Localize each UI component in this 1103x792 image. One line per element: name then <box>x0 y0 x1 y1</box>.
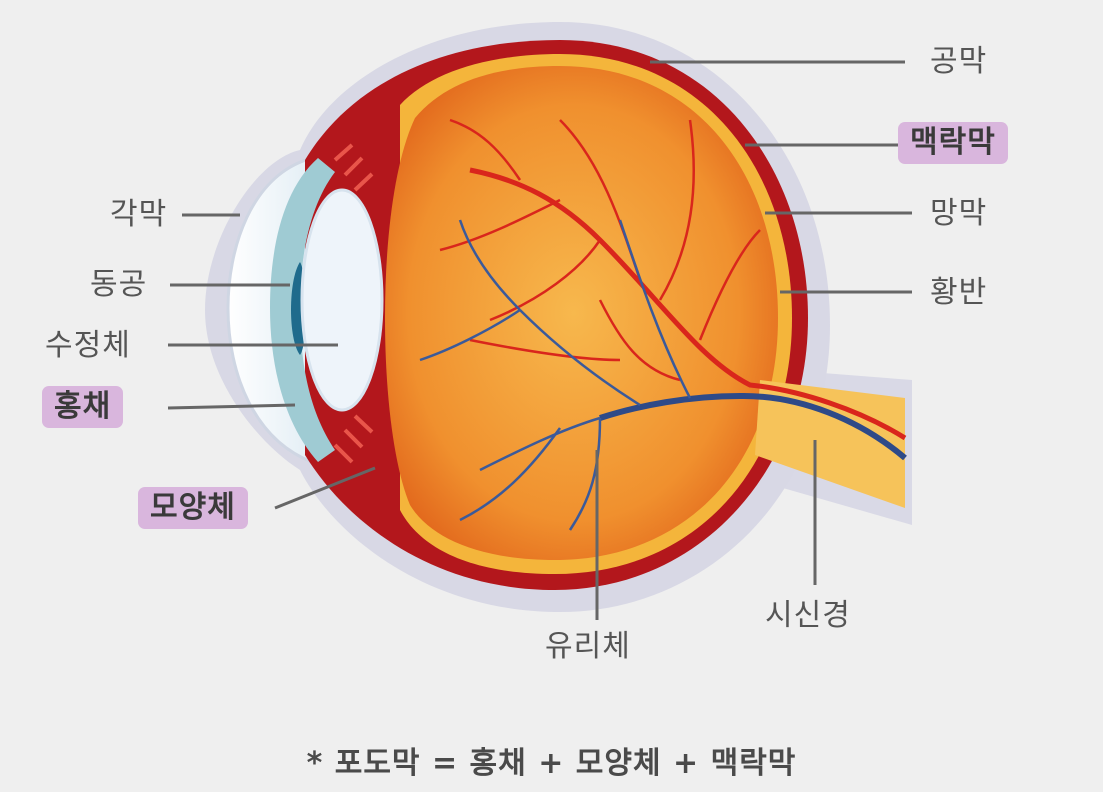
label-sclera: 공막 <box>930 44 988 79</box>
vitreous <box>385 66 778 560</box>
vein-branches <box>419 219 692 531</box>
pointer-lines <box>167 60 912 620</box>
ciliary-body <box>333 143 374 464</box>
label-retina: 망막 <box>930 196 988 231</box>
pointer-iris <box>167 403 296 410</box>
artery-branches <box>439 118 761 382</box>
iris-band <box>270 158 335 462</box>
footnote-uvea: * 포도막 = 홍채 + 모양체 + 맥락막 <box>306 746 797 781</box>
label-ciliary-body: 모양체 <box>138 487 248 529</box>
label-cornea: 각막 <box>110 197 168 232</box>
pointer-ciliary-body <box>274 466 376 510</box>
label-lens: 수정체 <box>45 328 131 363</box>
label-optic-nerve: 시신경 <box>765 598 851 633</box>
label-choroid: 맥락막 <box>898 122 1008 164</box>
label-macula: 황반 <box>930 275 988 310</box>
label-vitreous: 유리체 <box>545 629 631 664</box>
label-iris: 홍채 <box>42 386 124 428</box>
label-pupil: 동공 <box>90 267 148 302</box>
main-vein <box>599 392 907 461</box>
optic-nerve <box>755 380 905 508</box>
lens <box>300 188 384 412</box>
main-artery <box>469 167 907 441</box>
